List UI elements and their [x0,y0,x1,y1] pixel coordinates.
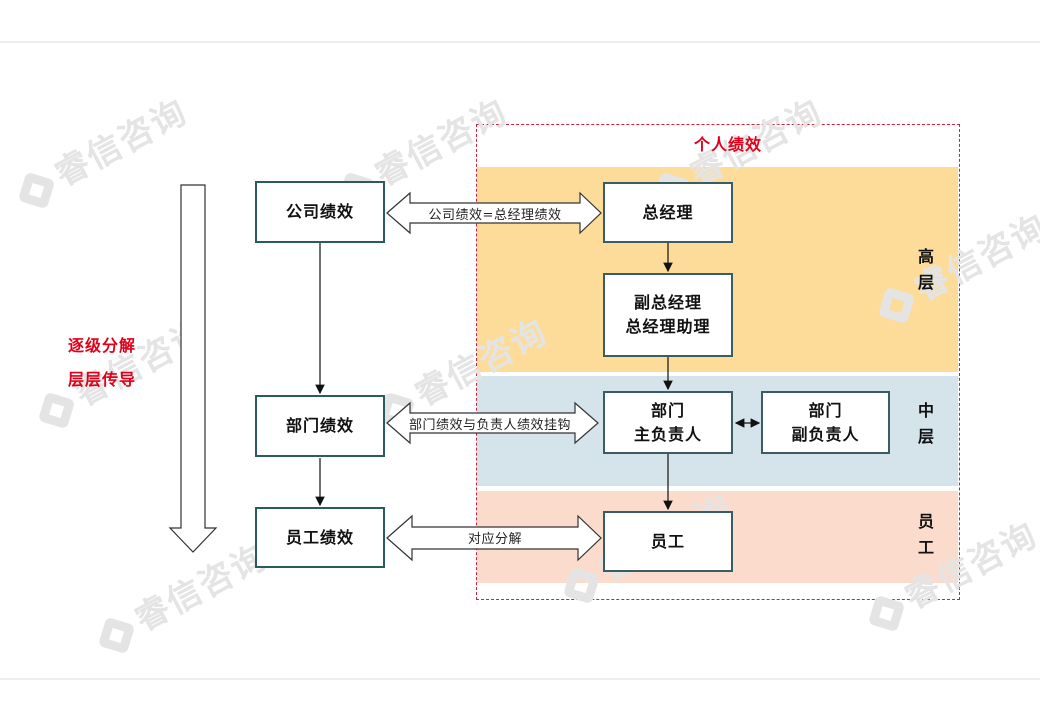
dept-performance-box: 部门绩效 [255,395,385,457]
cascade-label-line1: 逐级分解 [68,336,137,355]
tier-label-staff: 员 工 [916,509,936,561]
employee-box: 员工 [603,511,733,572]
top-divider [0,41,1040,43]
individual-performance-title: 个人绩效 [694,135,763,154]
tier-mid-char1: 中 [917,401,934,420]
tier-staff-char1: 员 [917,512,934,531]
company-performance-box: 公司绩效 [255,181,385,243]
dept-head-arrow-label: 部门绩效与负责人绩效挂钩 [408,418,571,433]
gm-box: 总经理 [603,182,733,243]
company-performance-label: 公司绩效 [285,202,354,221]
deputy-gm-box: 副总经理 总经理助理 [603,273,733,357]
dept-performance-label: 部门绩效 [285,416,354,435]
tier-label-mid: 中 层 [916,398,936,450]
tier-mid-char2: 层 [917,427,934,446]
staff-performance-box: 员工绩效 [255,507,385,568]
cascade-label-line2: 层层传导 [68,370,137,389]
employee-label: 员工 [650,531,685,551]
tier-high-char2: 层 [917,273,934,292]
tier-staff-char2: 工 [917,538,934,557]
cascade-down-arrow [168,184,218,553]
dept-head-box: 部门 主负责人 [603,391,733,454]
dept-deputy-box: 部门 副负责人 [761,391,890,454]
company-gm-double-arrow [386,191,602,235]
staff-employee-double-arrow [386,514,602,562]
dept-deputy-label-line2: 副负责人 [791,424,860,444]
dept-deputy-label-line1: 部门 [808,400,843,420]
gm-label: 总经理 [642,202,694,222]
dept-head-label-line2: 主负责人 [633,424,702,444]
company-gm-arrow-label: 公司绩效=总经理绩效 [428,208,562,223]
bottom-divider [0,678,1040,680]
gm-assistant-label: 总经理助理 [625,317,711,336]
staff-employee-arrow-label: 对应分解 [467,532,522,547]
individual-performance-frame [476,124,960,600]
staff-performance-label: 员工绩效 [285,527,354,547]
tier-label-high: 高 层 [916,244,936,296]
deputy-gm-label: 副总经理 [633,293,702,312]
tier-high-char1: 高 [917,247,934,266]
dept-head-double-arrow [386,401,599,445]
dept-head-label-line1: 部门 [650,400,685,420]
